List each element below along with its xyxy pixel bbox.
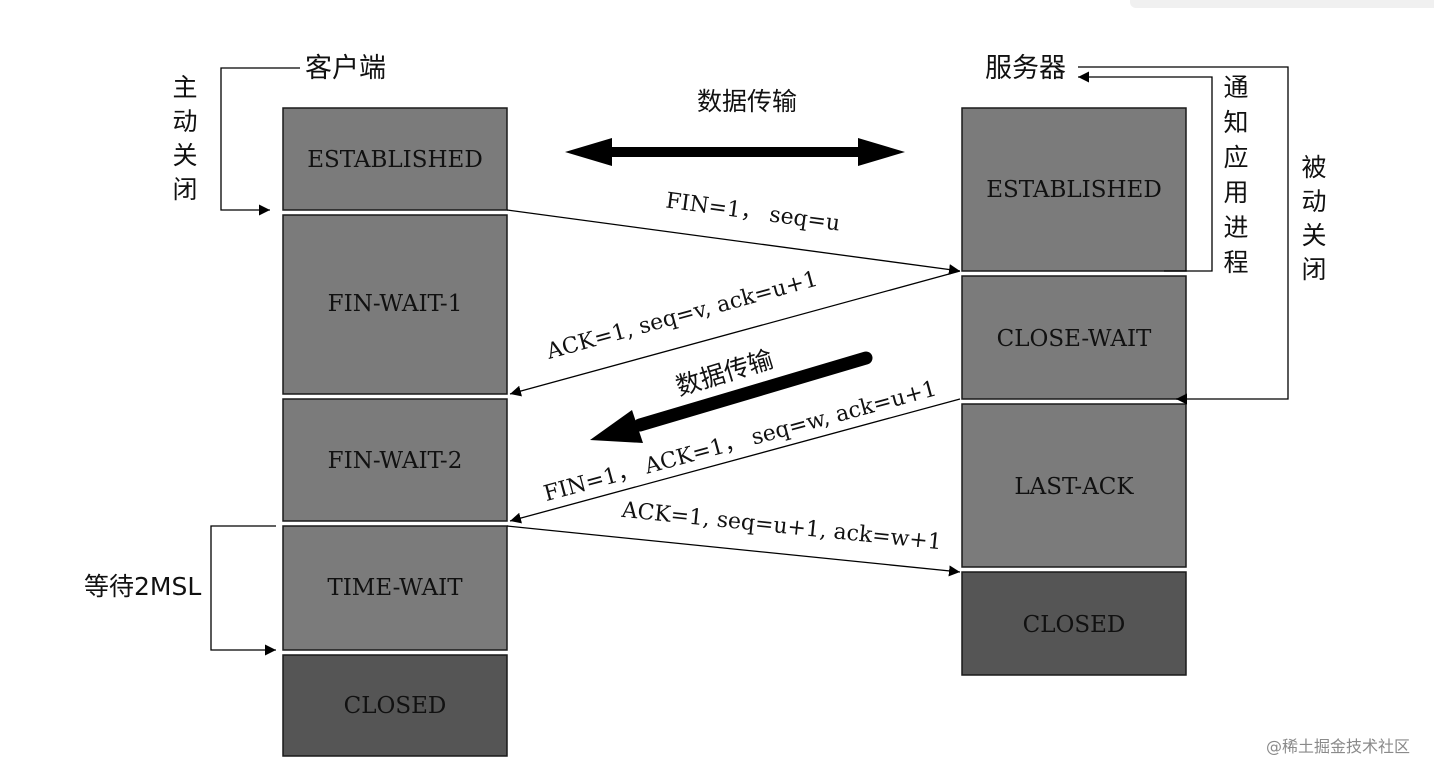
- notify-app-char: 用: [1223, 178, 1248, 207]
- client-state-closed: CLOSED: [344, 693, 447, 719]
- active-close-char: 关: [172, 141, 197, 170]
- client-state-established: ESTABLISHED: [307, 147, 483, 173]
- notify-app-char: 程: [1223, 248, 1248, 277]
- fin1-arrow: [506, 209, 961, 275]
- server-state-close-wait: CLOSE-WAIT: [997, 326, 1152, 352]
- client-state-fin-wait-2-box: [282, 398, 508, 522]
- server-state-last-ack-box: [961, 403, 1187, 568]
- double-headed-arrow: [565, 138, 905, 166]
- client-states: ESTABLISHED FIN-WAIT-1 FIN-WAIT-2 TIME-W…: [282, 107, 508, 757]
- passive-close-label: 被 动 关 闭: [1301, 153, 1326, 284]
- wait-2msl-label: 等待2MSL: [84, 572, 201, 601]
- passive-close-bracket: [1078, 66, 1289, 405]
- client-state-fin-wait-1-box: [282, 214, 508, 395]
- active-close-bracket: [220, 67, 300, 216]
- server-state-last-ack: LAST-ACK: [1014, 474, 1134, 500]
- passive-close-char: 闭: [1301, 255, 1326, 284]
- passive-close-char: 关: [1301, 221, 1326, 250]
- bidirectional-data-transfer: 数据传输: [565, 87, 905, 166]
- ack2-arrow: [506, 525, 961, 577]
- notify-app-char: 进: [1223, 213, 1248, 242]
- notify-app-label: 通 知 应 用 进 程: [1223, 73, 1248, 277]
- active-close-char: 闭: [172, 175, 197, 204]
- server-state-established-box: [961, 107, 1187, 272]
- client-state-established-box: [282, 107, 508, 211]
- active-close-label: 主 动 关 闭: [172, 73, 197, 204]
- notify-app-char: 应: [1223, 143, 1248, 172]
- ack1-arrow: [509, 270, 961, 397]
- notify-app-char: 通: [1223, 73, 1248, 102]
- client-state-time-wait: TIME-WAIT: [327, 575, 463, 601]
- client-title: 客户端: [305, 53, 386, 84]
- server-state-closed: CLOSED: [1023, 612, 1126, 638]
- top-edge-bar: [1130, 0, 1434, 8]
- server-state-established: ESTABLISHED: [986, 177, 1162, 203]
- thick-transfer-arrow-shaft: [633, 351, 873, 432]
- client-state-closed-box: [282, 654, 508, 757]
- notify-app-bracket: [1078, 71, 1213, 272]
- wait-2msl-bracket: [210, 525, 276, 656]
- bidirectional-transfer-label: 数据传输: [697, 87, 797, 116]
- message-fin1: FIN=1， seq=u: [506, 189, 961, 275]
- ack2-label: ACK=1, seq=u+1, ack=w+1: [619, 498, 942, 555]
- message-ack2: ACK=1, seq=u+1, ack=w+1: [506, 498, 961, 577]
- server-state-close-wait-box: [961, 275, 1187, 400]
- active-close-char: 主: [172, 73, 197, 102]
- thick-transfer-arrow-head: [590, 410, 643, 443]
- client-state-fin-wait-2: FIN-WAIT-2: [328, 448, 463, 474]
- active-close-char: 动: [172, 107, 197, 136]
- ack1-label: ACK=1, seq=v, ack=u+1: [543, 267, 821, 365]
- client-state-fin-wait-1: FIN-WAIT-1: [328, 291, 463, 317]
- passive-close-char: 动: [1301, 187, 1326, 216]
- watermark: @稀土掘金技术社区: [1266, 737, 1410, 756]
- client-state-time-wait-box: [282, 525, 508, 651]
- notify-app-char: 知: [1223, 108, 1248, 137]
- fin2-arrow: [509, 398, 961, 524]
- server-title: 服务器: [985, 53, 1066, 84]
- passive-close-char: 被: [1301, 153, 1326, 182]
- fin1-label: FIN=1， seq=u: [664, 189, 841, 237]
- server-states: ESTABLISHED CLOSE-WAIT LAST-ACK CLOSED: [961, 107, 1187, 676]
- server-state-closed-box: [961, 571, 1187, 676]
